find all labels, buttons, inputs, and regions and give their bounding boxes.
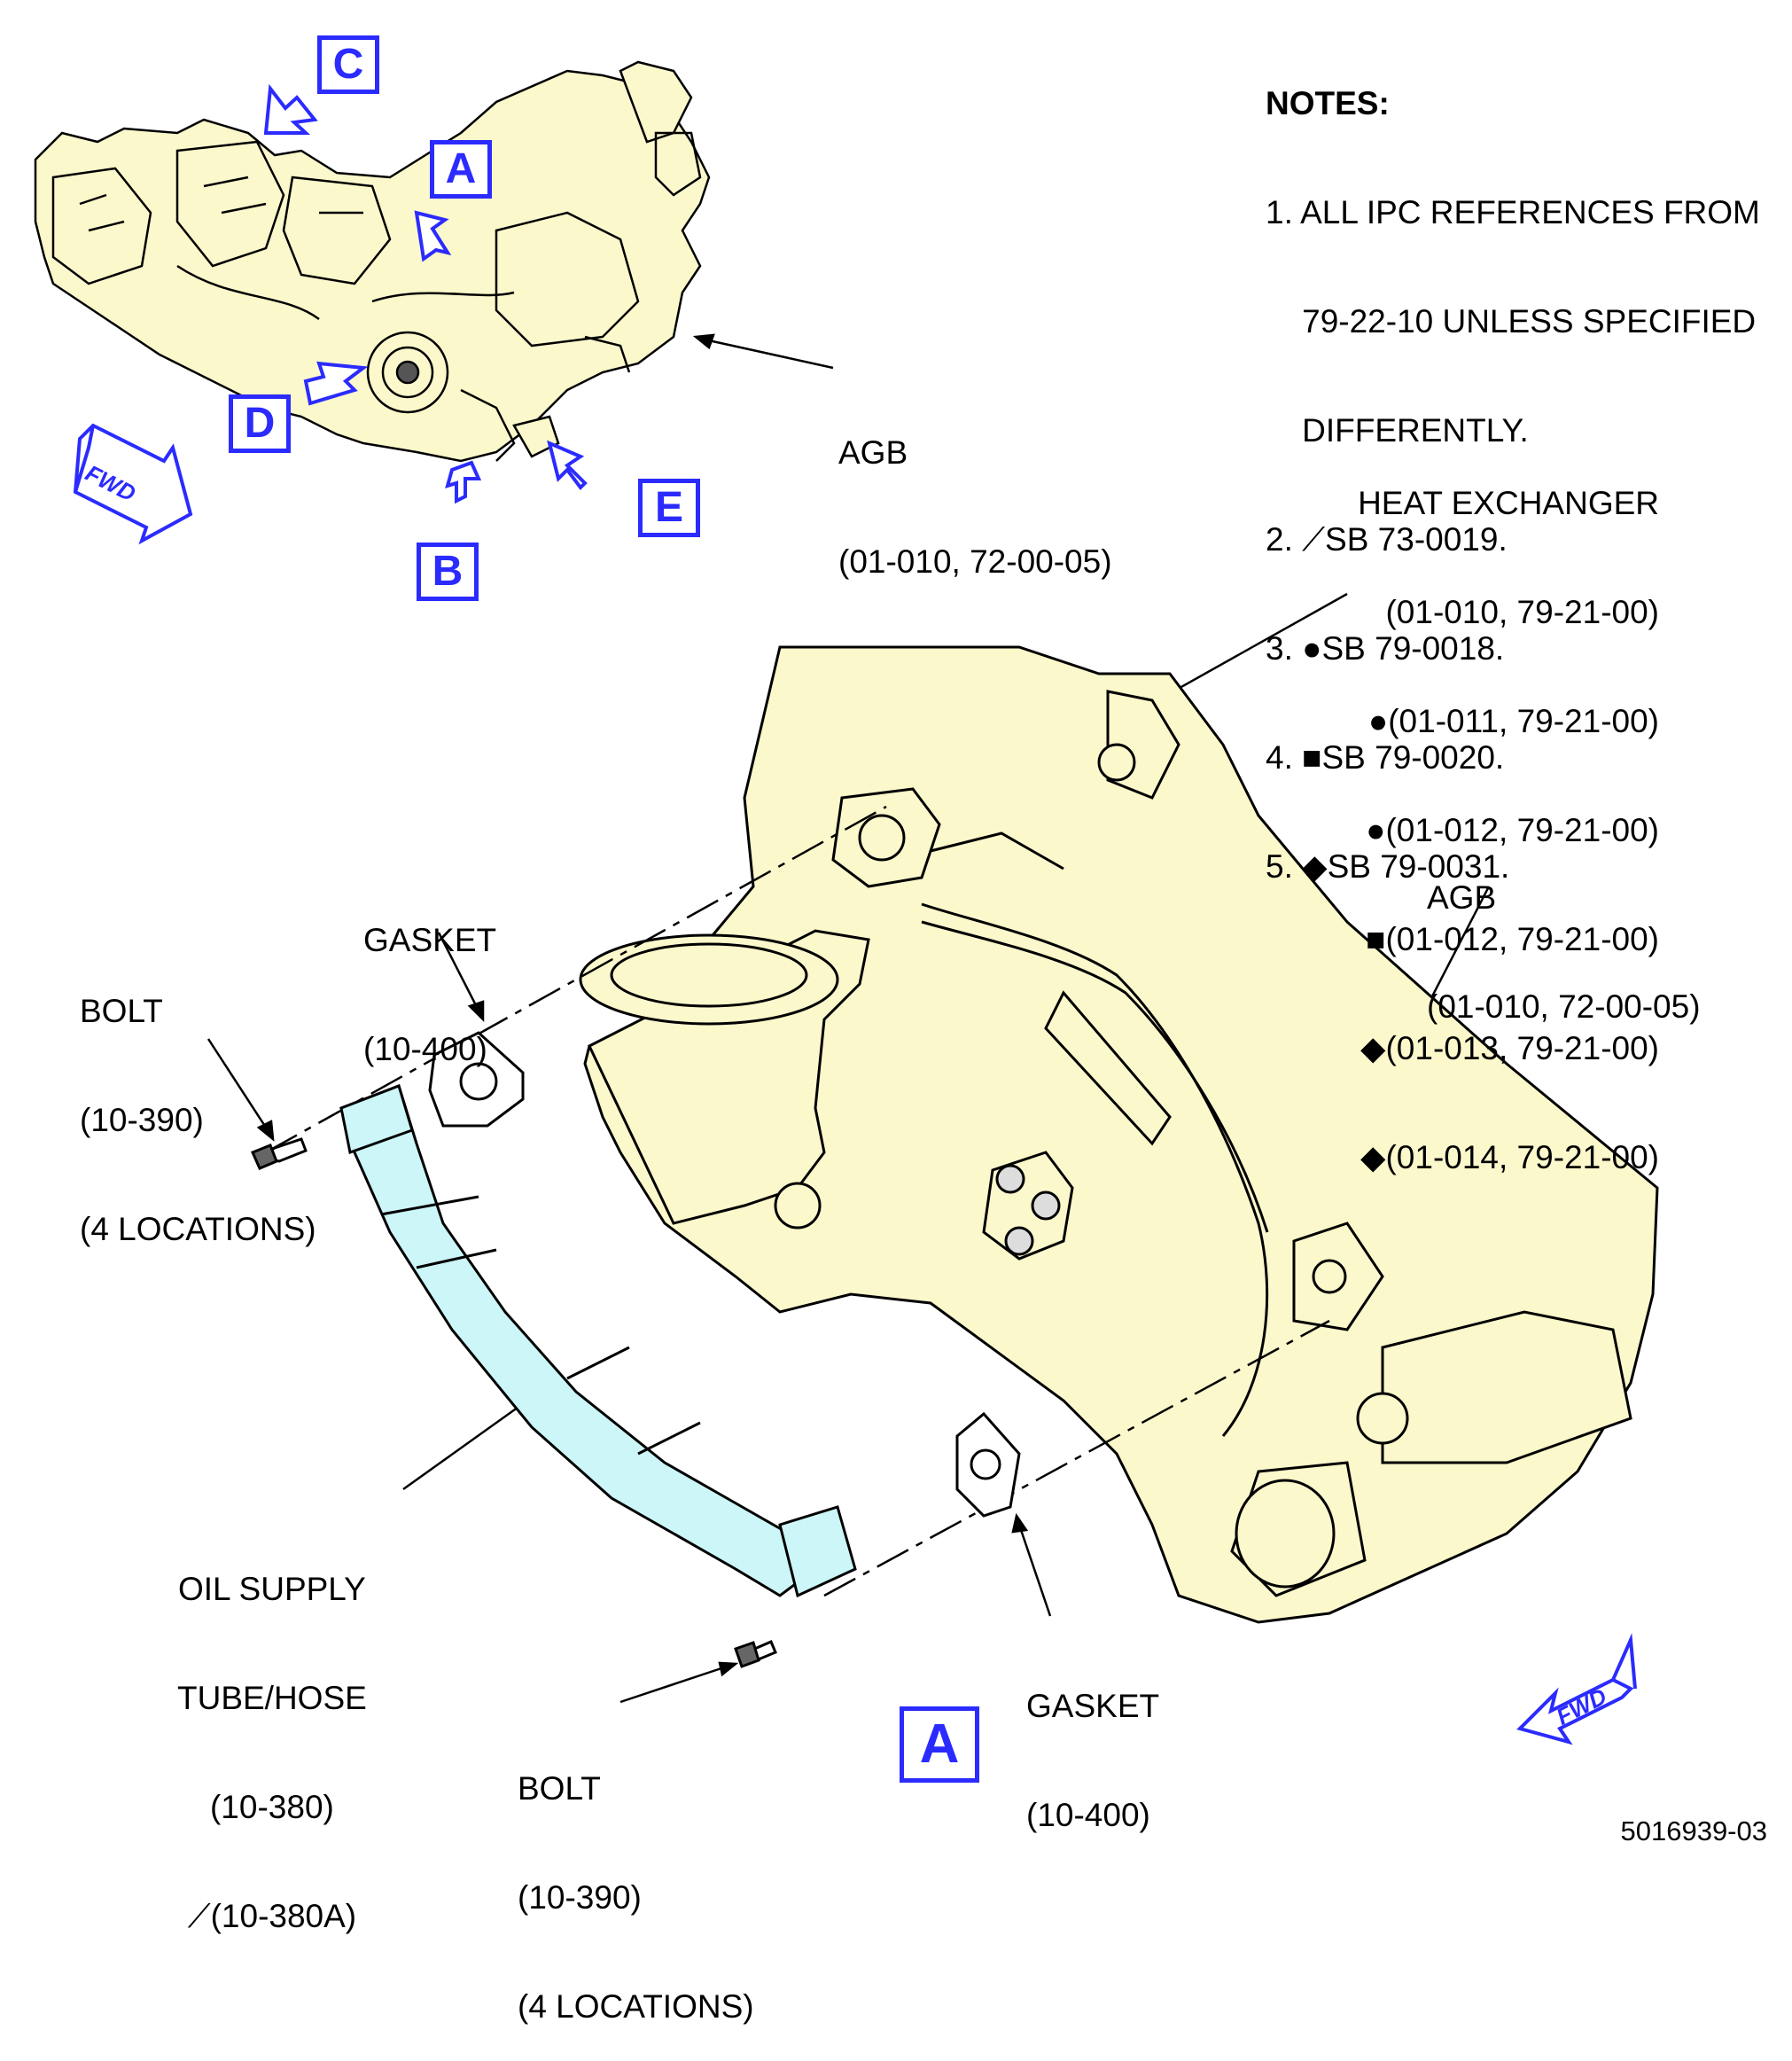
view-label-c: C [317,35,379,94]
callout-gasket-top-ref: (10-400) [363,1031,487,1067]
callout-heat-exchanger-ref: ◆(01-014, 79-21-00) [1360,1139,1659,1175]
gasket-bottom-shape [955,1411,1021,1518]
callout-agb-detail-ref: (01-010, 72-00-05) [1427,988,1701,1025]
callout-bolt-bottom: BOLT (10-390) (4 LOCATIONS) [518,1698,754,2061]
callout-gasket-bottom-ref: (10-400) [1026,1797,1150,1833]
callout-oil-supply: OIL SUPPLY TUBE/HOSE (10-380) ⟋(10-380A) [177,1498,367,1971]
callout-agb-top-name: AGB [838,434,908,471]
callout-bolt-top-ref: (10-390) [80,1102,204,1138]
view-arrow-d [303,361,369,406]
gasket-top-shape [428,1031,525,1128]
illustration-canvas [34,60,1659,1745]
notes-block: NOTES: 1. ALL IPC REFERENCES FROM 79-22-… [1266,12,1760,921]
notes-line: 79-22-10 UNLESS SPECIFIED [1266,303,1757,340]
callout-bolt-bottom-ref: (10-390) [518,1879,642,1916]
callout-heat-exchanger-ref: ●(01-012, 79-21-00) [1366,812,1659,848]
bolt-bottom-shape [734,1640,777,1668]
callout-gasket-bottom: GASKET (10-400) [1026,1615,1159,1870]
callout-oil-supply-ref: (10-380) [209,1789,334,1825]
callout-gasket-bottom-name: GASKET [1026,1688,1160,1724]
callout-heat-exchanger-ref: ■(01-012, 79-21-00) [1366,921,1659,957]
callout-gasket-top-name: GASKET [363,922,497,958]
view-arrow-a [414,210,452,262]
view-label-b: B [417,543,479,601]
callout-bolt-top-qty: (4 LOCATIONS) [80,1211,316,1247]
callout-bolt-bottom-qty: (4 LOCATIONS) [518,1988,754,2025]
view-arrows [263,83,588,504]
callout-oil-supply-name: OIL SUPPLY [178,1571,366,1607]
callout-oil-supply-name: TUBE/HOSE [177,1680,367,1716]
notes-line: 3. ●SB 79-0018. [1266,630,1505,667]
notes-line: 2. ⟋SB 73-0019. [1266,521,1508,558]
fwd-arrow-detail [1516,1633,1637,1745]
callout-agb-top: AGB (01-010, 72-00-05) [838,362,1112,616]
view-arrow-e [547,440,588,491]
callout-heat-exchanger-ref: ●(01-011, 79-21-00) [1367,703,1659,739]
callout-agb-detail-name: AGB [1427,879,1497,916]
bolt-top-shape [250,1137,308,1170]
callout-heat-exchanger-name: HEAT EXCHANGER [1358,485,1659,521]
oil-supply-tube-shape [339,1084,857,1598]
callout-bolt-top-name: BOLT [80,993,163,1029]
notes-line: 1. ALL IPC REFERENCES FROM [1266,194,1760,230]
notes-title: NOTES: [1266,85,1390,121]
notes-line: 5. ◆SB 79-0031. [1266,848,1510,885]
callout-heat-exchanger-ref: (01-010, 79-21-00) [1385,594,1659,630]
notes-line: 4. ■SB 79-0020. [1266,739,1505,776]
callout-bolt-top: BOLT (10-390) (4 LOCATIONS) [80,920,316,1284]
view-label-e: E [638,479,700,537]
view-arrow-c [263,83,318,135]
alignment-lines [265,805,1330,1597]
callout-gasket-top: GASKET (10-400) [363,849,496,1104]
view-arrow-b [445,460,482,504]
fwd-arrow-overview [73,423,193,545]
callout-agb-detail: AGB (01-010, 72-00-05) [1427,807,1701,1061]
engine-overview-drawing [34,60,711,463]
callout-heat-exchanger-ref: ◆(01-013, 79-21-00) [1360,1030,1659,1066]
notes-line: DIFFERENTLY. [1266,412,1529,449]
view-label-d: D [229,394,291,453]
view-label-a: A [430,140,492,199]
agb-detail-drawing [579,645,1659,1624]
callout-bolt-bottom-name: BOLT [518,1770,601,1807]
figure-number: 5016939-03 [1620,1815,1768,1846]
detail-view-label-a: A [900,1706,979,1783]
callout-agb-top-ref: (01-010, 72-00-05) [838,543,1112,580]
callout-oil-supply-ref: ⟋(10-380A) [187,1898,357,1934]
callout-heat-exchanger: HEAT EXCHANGER (01-010, 79-21-00) ●(01-0… [1358,412,1659,1212]
